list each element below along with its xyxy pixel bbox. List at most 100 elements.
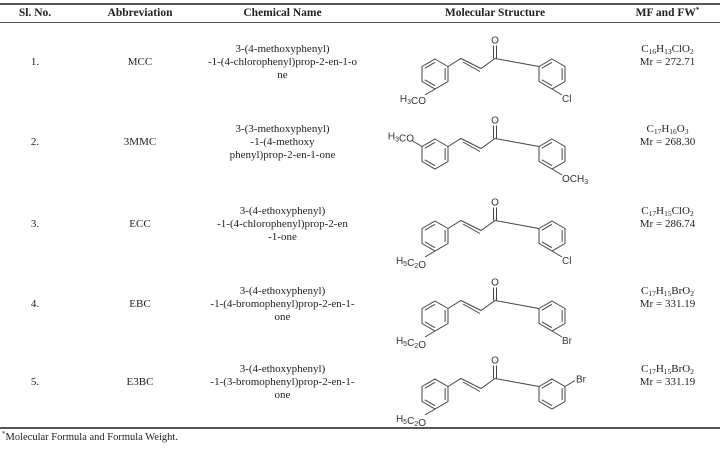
chemical-name-line: -1-one: [268, 231, 297, 243]
formula-part: H: [655, 285, 664, 297]
chemical-name-line: -1-(4-bromophenyl)prop-2-en-1-: [210, 298, 355, 310]
equals-sign: =: [653, 298, 665, 310]
enone-linker: [447, 365, 540, 392]
chemical-name-cell: 3-(4-methoxyphenyl)-1-(4-chlorophenyl)pr…: [195, 43, 370, 82]
enone-linker: [447, 45, 540, 72]
formula-weight-value: 268.30: [664, 136, 696, 148]
molecular-formula: C17H16O3: [615, 123, 720, 136]
sl-no-cell: 1.: [30, 56, 40, 68]
abbreviation-cell: ECC: [129, 218, 151, 230]
chemical-name-cell: 3-(4-ethoxyphenyl)-1-(3-bromophenyl)prop…: [195, 363, 370, 402]
formula-part: 15: [663, 289, 672, 298]
formula-weight: Mr = 272.71: [615, 56, 720, 69]
equals-sign: =: [653, 376, 665, 388]
chemical-name-line: -1-(4-methoxy: [250, 136, 315, 148]
chemical-name-line: -1-(3-bromophenyl)prop-2-en-1-: [210, 376, 355, 388]
abbreviation-cell: EBC: [129, 298, 151, 310]
molecular-structure-cell: O H5C2O Br: [380, 268, 610, 352]
equals-sign: =: [653, 218, 665, 230]
formula-part: ClO: [671, 43, 690, 55]
chemical-name-cell: 3-(4-ethoxyphenyl)-1-(4-bromophenyl)prop…: [195, 285, 370, 324]
footnote-marker: *: [2, 430, 6, 438]
right-substituent-label: Br: [562, 336, 573, 347]
left-phenyl-ring: [421, 378, 449, 410]
sl-no-cell: 4.: [30, 298, 40, 310]
formula-weight: Mr = 268.30: [615, 136, 720, 149]
formula-weight-value: 272.71: [664, 56, 696, 68]
abbreviation-cell: 3MMC: [123, 136, 157, 148]
left-substituent-label: H3CO: [388, 132, 414, 145]
formula-part: 2: [690, 289, 694, 298]
formula-weight-label: Mr: [639, 136, 654, 148]
formula-part: BrO: [671, 285, 691, 297]
chemical-name-line: 3-(3-methoxyphenyl): [235, 123, 330, 135]
molecular-formula: C16H13ClO2: [615, 43, 720, 56]
formula-part: 17: [653, 127, 662, 136]
header-abbreviation: Abbreviation: [107, 7, 173, 19]
formula-part: 15: [664, 209, 672, 218]
formula-part: C: [641, 363, 649, 375]
chemical-name-line: -1-(4-chlorophenyl)prop-2-en: [217, 218, 348, 230]
right-substituent-label: Cl: [562, 94, 571, 105]
molecular-structure-drawing: O H5C2O Br: [396, 278, 573, 352]
sl-no-cell: 3.: [30, 218, 40, 230]
right-phenyl-ring: [538, 220, 566, 252]
formula-part: H: [655, 363, 664, 375]
formula-weight-label: Mr: [639, 218, 654, 230]
formula-weight-value: 331.19: [664, 298, 696, 310]
formula-weight-label: Mr: [639, 56, 654, 68]
header-mf-fw-label: MF and FW: [635, 7, 696, 19]
header-sl-no: Sl. No.: [18, 7, 52, 19]
footnote-marker: *: [695, 6, 700, 14]
formula-part: BrO: [671, 363, 691, 375]
formula-weight-value: 331.19: [664, 376, 696, 388]
molecular-formula: C17H15ClO2: [615, 205, 720, 218]
carbonyl-oxygen-label: O: [491, 278, 499, 289]
formula-weight: Mr = 286.74: [615, 218, 720, 231]
formula-part: 13: [664, 47, 672, 56]
molecular-formula: C17H15BrO2: [615, 285, 720, 298]
formula-part: 16: [648, 47, 657, 56]
right-phenyl-ring: [538, 138, 566, 170]
formula-part: C: [641, 285, 649, 297]
molecular-formula: C17H15BrO2: [615, 363, 720, 376]
formula-part: 2: [690, 367, 694, 376]
carbonyl-oxygen-label: O: [491, 198, 499, 209]
formula-part: C: [641, 43, 649, 55]
chemical-name-line: ne: [277, 69, 288, 81]
equals-sign: =: [653, 56, 665, 68]
formula-part: O: [676, 123, 685, 135]
right-substituent-label: Cl: [562, 256, 571, 267]
formula-weight-value: 286.74: [664, 218, 696, 230]
formula-part: 17: [648, 289, 656, 298]
table-bottom-rule: [0, 427, 720, 429]
header-molecular-structure: Molecular Structure: [444, 7, 546, 19]
right-phenyl-ring: [538, 58, 566, 90]
formula-part: C: [641, 205, 649, 217]
chemical-name-line: 3-(4-ethoxyphenyl): [239, 205, 326, 217]
formula-weight: Mr = 331.19: [615, 376, 720, 389]
left-substituent-label: H5C2O: [396, 414, 426, 426]
formula-part: 15: [663, 367, 672, 376]
formula-part: C: [646, 123, 654, 135]
chemical-name-line: phenyl)prop-2-en-1-one: [229, 149, 336, 161]
formula-part: H: [656, 43, 665, 55]
left-phenyl-ring: [421, 138, 449, 170]
chemical-name-line: one: [274, 311, 291, 323]
table-header-rule: [0, 22, 720, 23]
chemical-name-line: 3-(4-ethoxyphenyl): [239, 285, 326, 297]
formula-weight: Mr = 331.19: [615, 298, 720, 311]
chemical-name-line: 3-(4-ethoxyphenyl): [239, 363, 326, 375]
carbonyl-oxygen-label: O: [491, 116, 499, 127]
formula-part: H: [661, 123, 670, 135]
enone-linker: [447, 207, 540, 234]
left-phenyl-ring: [421, 300, 449, 332]
left-substituent-label: H5C2O: [396, 336, 426, 348]
